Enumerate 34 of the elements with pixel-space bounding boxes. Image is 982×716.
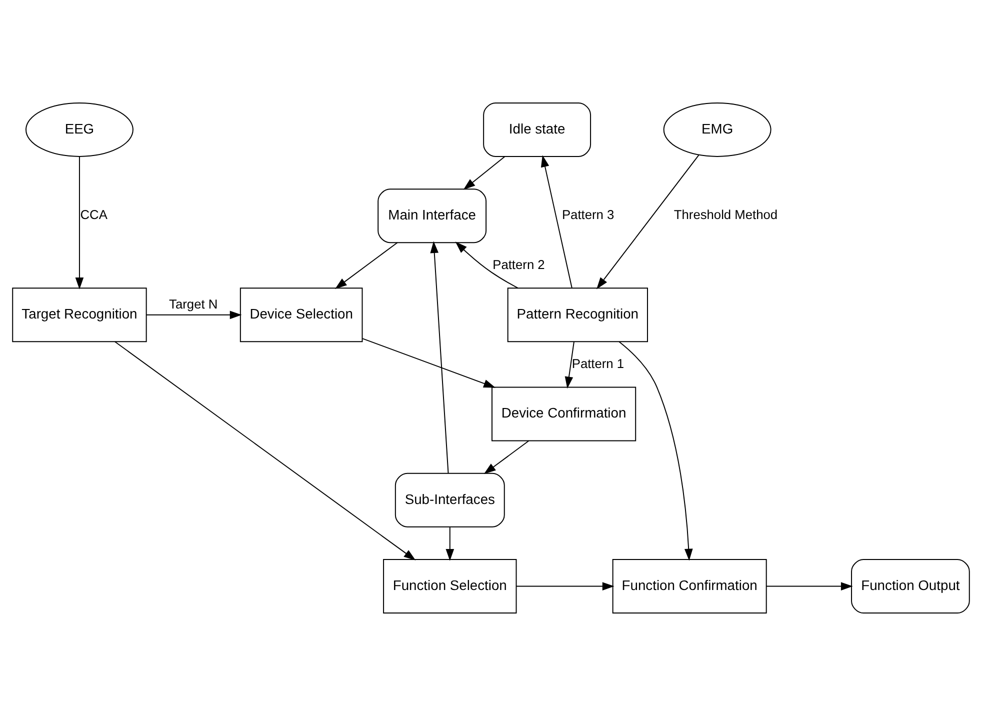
node-ellipse: EMG	[663, 102, 772, 157]
arrow	[75, 156, 84, 290]
edge-label: Target N	[169, 296, 218, 312]
arrow	[766, 582, 853, 590]
node-box: Idle state	[483, 102, 592, 157]
arrow	[430, 241, 449, 474]
node-box: Main Interface	[378, 188, 487, 244]
arrow	[362, 338, 496, 388]
edge-label: Pattern 2	[492, 256, 545, 272]
node-box: Pattern Recognition	[507, 288, 648, 342]
arrow	[455, 242, 518, 288]
node-box: Function Output	[851, 559, 970, 614]
arrow	[516, 582, 614, 590]
edge-label: CCA	[80, 207, 108, 222]
arrow	[596, 154, 700, 290]
node-box: Device Confirmation	[492, 386, 636, 442]
node-box: Function Confirmation	[612, 559, 767, 614]
node-ellipse: EEG	[26, 102, 134, 157]
arrow	[334, 242, 398, 289]
arrow	[146, 310, 242, 320]
node-box: Sub-Interfaces	[394, 472, 505, 528]
edge-label: Pattern 1	[572, 356, 624, 371]
node-box: Target Recognition	[12, 288, 147, 342]
edge-label: Threshold Method	[674, 207, 778, 222]
arrow	[540, 155, 572, 288]
node-box: Function Selection	[383, 559, 517, 614]
arrow	[446, 526, 454, 561]
arrow	[463, 156, 506, 190]
node-box: Device Selection	[240, 288, 363, 342]
edge-label: Pattern 3	[562, 207, 614, 222]
arrow	[618, 341, 693, 561]
arrow	[114, 341, 416, 560]
arrow	[484, 440, 530, 474]
arrow	[564, 341, 574, 389]
